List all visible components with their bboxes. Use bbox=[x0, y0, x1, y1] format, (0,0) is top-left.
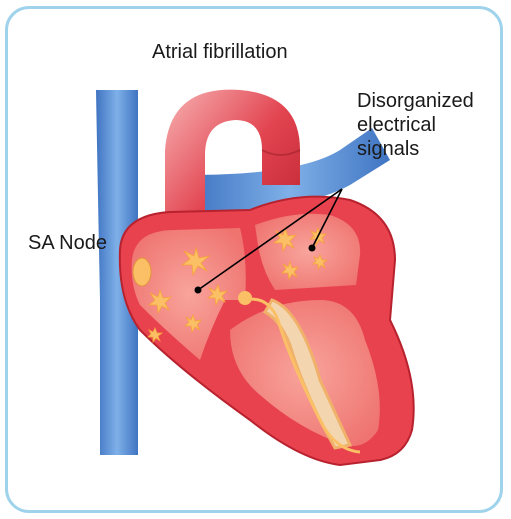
disorganized-signals-label: Disorganized electrical signals bbox=[357, 89, 474, 161]
sa-node-label: SA Node bbox=[28, 231, 107, 255]
label-line: electrical bbox=[357, 113, 474, 137]
atrium-right-chamber bbox=[255, 214, 360, 290]
label-line: Disorganized bbox=[357, 89, 474, 113]
av-node-icon bbox=[238, 291, 252, 305]
label-line: signals bbox=[357, 137, 474, 161]
diagram-title: Atrial fibrillation bbox=[152, 40, 288, 64]
